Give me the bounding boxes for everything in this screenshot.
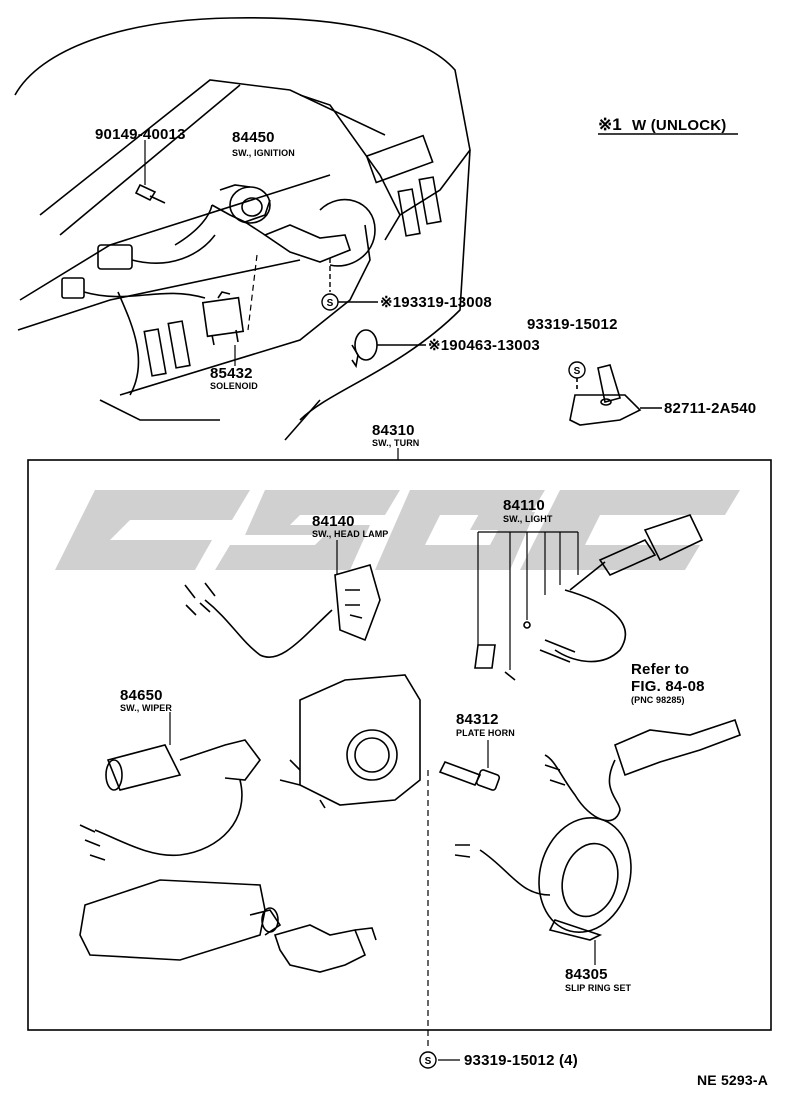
screw-marker-text: S (425, 1056, 432, 1067)
bolt-icon (134, 183, 166, 204)
note-symbol: ※1 (598, 115, 622, 134)
ignition-switch-drawing (174, 184, 351, 263)
part-number-84110: 84110 (503, 497, 545, 514)
ring-190463-drawing (351, 329, 426, 369)
head-lamp-switch-drawing (184, 564, 381, 658)
part-number-84450: 84450 (232, 129, 275, 146)
light-switch-drawing (474, 514, 704, 681)
part-number-84312: 84312 (456, 711, 499, 728)
leader-light (477, 531, 579, 670)
screw-193319-drawing (329, 258, 378, 303)
part-number-190463: ※190463-13003 (428, 337, 540, 354)
connectors-left (61, 234, 216, 396)
part-name-wiper-switch: SW., WIPER (120, 703, 173, 713)
dashboard-outline (14, 17, 471, 441)
reference-switch-drawing (544, 718, 742, 822)
reference-line-3: (PNC 98285) (631, 695, 685, 705)
part-number-84140: 84140 (312, 513, 355, 530)
part-name-solenoid: SOLENOID (210, 381, 258, 391)
slip-ring-drawing (454, 816, 632, 941)
cover-drawing (79, 879, 377, 973)
reference-line-2: FIG. 84-08 (631, 678, 705, 695)
part-number-84650: 84650 (120, 687, 163, 704)
reference-line-1: Refer to (631, 661, 690, 678)
document-code: NE 5293-A (697, 1072, 769, 1088)
part-number-84310: 84310 (372, 422, 415, 439)
solenoid-drawing (201, 291, 245, 346)
part-number-93319-top: 93319-15012 (527, 316, 618, 333)
dashed-solenoid (247, 254, 258, 331)
part-name-ignition-switch: SW., IGNITION (232, 148, 295, 158)
note-text: W (UNLOCK) (632, 117, 727, 134)
turn-switch-body-drawing (279, 674, 421, 809)
part-name-light-switch: SW., LIGHT (503, 514, 553, 524)
part-number-84305: 84305 (565, 966, 608, 983)
watermark-logo (55, 490, 740, 570)
part-name-head-lamp-switch: SW., HEAD LAMP (312, 529, 389, 539)
part-number-82711: 82711-2A540 (664, 400, 757, 417)
part-number-90149: 90149-40013 (95, 126, 186, 143)
plate-horn-drawing (438, 761, 501, 791)
turn-switch-group-box (27, 459, 772, 1031)
part-number-193319: ※193319-13008 (380, 294, 492, 311)
screw-marker-icon (321, 293, 339, 311)
screw-marker-icon (568, 361, 586, 379)
wiper-switch-drawing (79, 739, 261, 861)
bracket-82711-drawing (569, 364, 662, 426)
part-name-plate-horn: PLATE HORN (456, 728, 515, 738)
part-name-turn-switch: SW., TURN (372, 438, 420, 448)
part-number-93319-bottom: 93319-15012 (4) (464, 1052, 578, 1069)
part-number-85432: 85432 (210, 365, 253, 382)
screw-marker-text: S (327, 298, 334, 309)
part-name-slip-ring: SLIP RING SET (565, 983, 632, 993)
screw-marker-icon (419, 1051, 437, 1069)
screw-marker-text: S (574, 366, 581, 377)
